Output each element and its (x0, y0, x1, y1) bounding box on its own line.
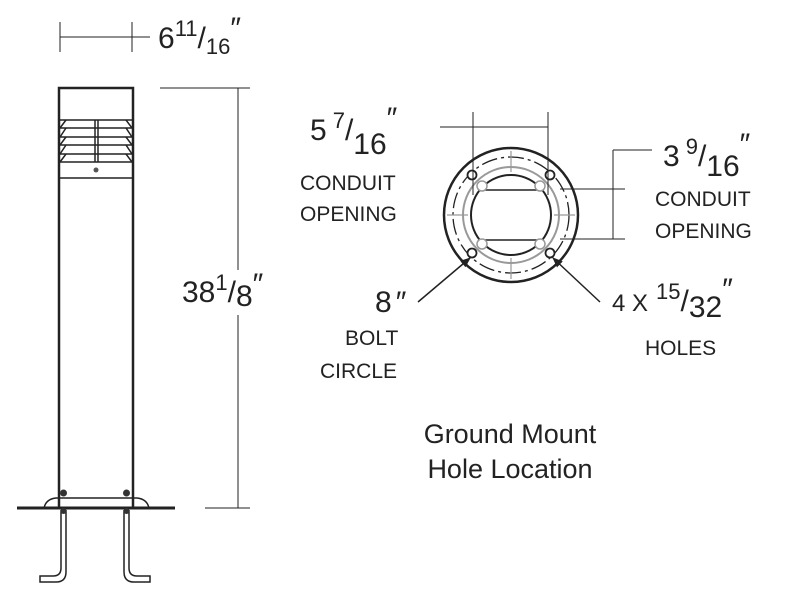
svg-text:OPENING: OPENING (655, 220, 752, 243)
bolt-hole-icon (466, 169, 556, 259)
svg-text:57/16″: 57/16″ (310, 102, 398, 161)
svg-text:Ground Mount: Ground Mount (424, 419, 597, 449)
svg-text:OPENING: OPENING (300, 203, 397, 226)
svg-text:381/8″: 381/8″ (182, 268, 264, 313)
svg-text:CONDUIT: CONDUIT (655, 188, 751, 211)
svg-text:8″: 8″ (375, 286, 407, 319)
svg-text:CONDUIT: CONDUIT (300, 172, 396, 195)
hole-pattern-plan (442, 146, 580, 284)
svg-text:611/16″: 611/16″ (158, 12, 241, 59)
svg-text:BOLT: BOLT (345, 327, 398, 350)
screw-icon (93, 167, 99, 173)
svg-text:39/16″: 39/16″ (663, 128, 751, 183)
width-dimension: 611/16″ (59, 12, 241, 59)
height-dimension: 381/8″ (160, 87, 264, 509)
svg-text:4 X15/32″: 4 X15/32″ (612, 273, 733, 324)
caption: Ground Mount Hole Location (424, 419, 597, 484)
svg-text:HOLES: HOLES (645, 337, 716, 360)
svg-text:CIRCLE: CIRCLE (320, 360, 397, 383)
bolt-circle-callout: 8″ BOLT CIRCLE (320, 257, 471, 383)
bollard-elevation (17, 86, 175, 583)
svg-text:Hole Location: Hole Location (427, 454, 592, 484)
